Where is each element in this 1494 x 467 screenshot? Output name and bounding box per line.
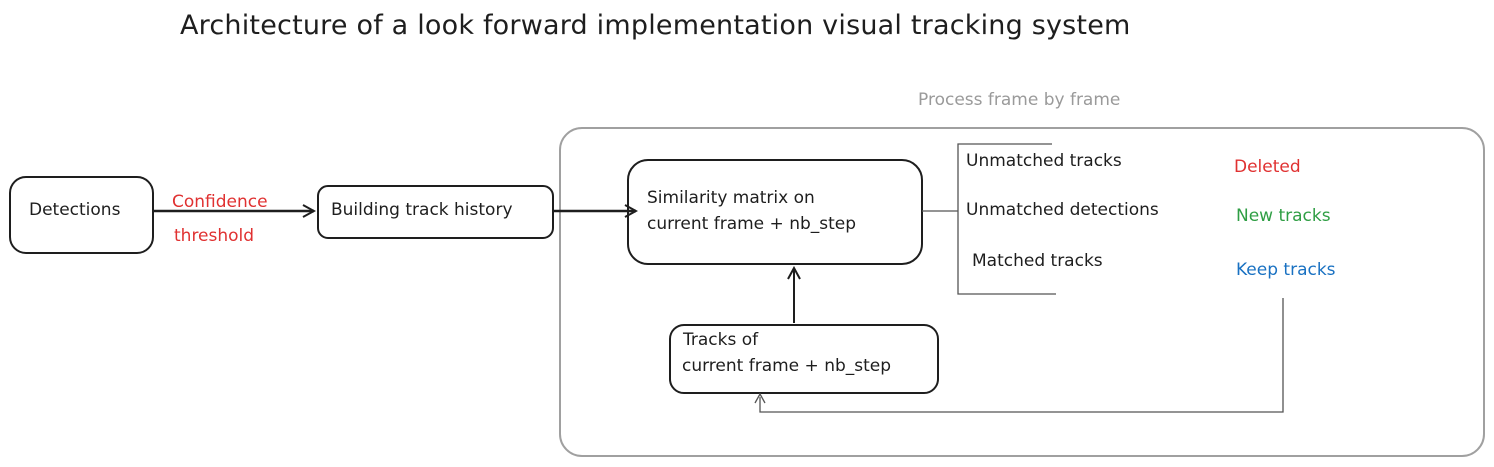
building-history-label: Building track history	[331, 200, 513, 220]
tracks-box[interactable]	[669, 324, 939, 394]
process-group-frame	[559, 127, 1485, 457]
confidence-label-line1: Confidence	[172, 192, 268, 212]
feedback-loop-arrowhead	[754, 392, 766, 404]
diagram-title: Architecture of a look forward implement…	[180, 10, 1131, 41]
tracks-label-line2: current frame + nb_step	[682, 356, 892, 376]
outcome-action-deleted: Deleted	[1234, 157, 1301, 177]
tracks-label-line1: Tracks of	[683, 330, 759, 350]
confidence-label-line2: threshold	[174, 226, 255, 246]
detections-box[interactable]	[9, 176, 154, 254]
detections-label: Detections	[29, 200, 121, 220]
process-group-label: Process frame by frame	[918, 90, 1121, 110]
outcome-case-unmatched-detections: Unmatched detections	[966, 200, 1159, 220]
outcome-bracket	[957, 143, 1056, 295]
similarity-label-line1: Similarity matrix on	[647, 188, 815, 208]
outcome-action-keep-tracks: Keep tracks	[1236, 260, 1336, 280]
outcome-case-matched-tracks: Matched tracks	[972, 251, 1103, 271]
similarity-matrix-box[interactable]	[627, 159, 923, 265]
similarity-label-line2: current frame + nb_step	[647, 214, 857, 234]
feedback-loop-line	[759, 298, 1284, 413]
outcome-case-unmatched-tracks: Unmatched tracks	[966, 151, 1122, 171]
outcome-action-new-tracks: New tracks	[1236, 206, 1331, 226]
